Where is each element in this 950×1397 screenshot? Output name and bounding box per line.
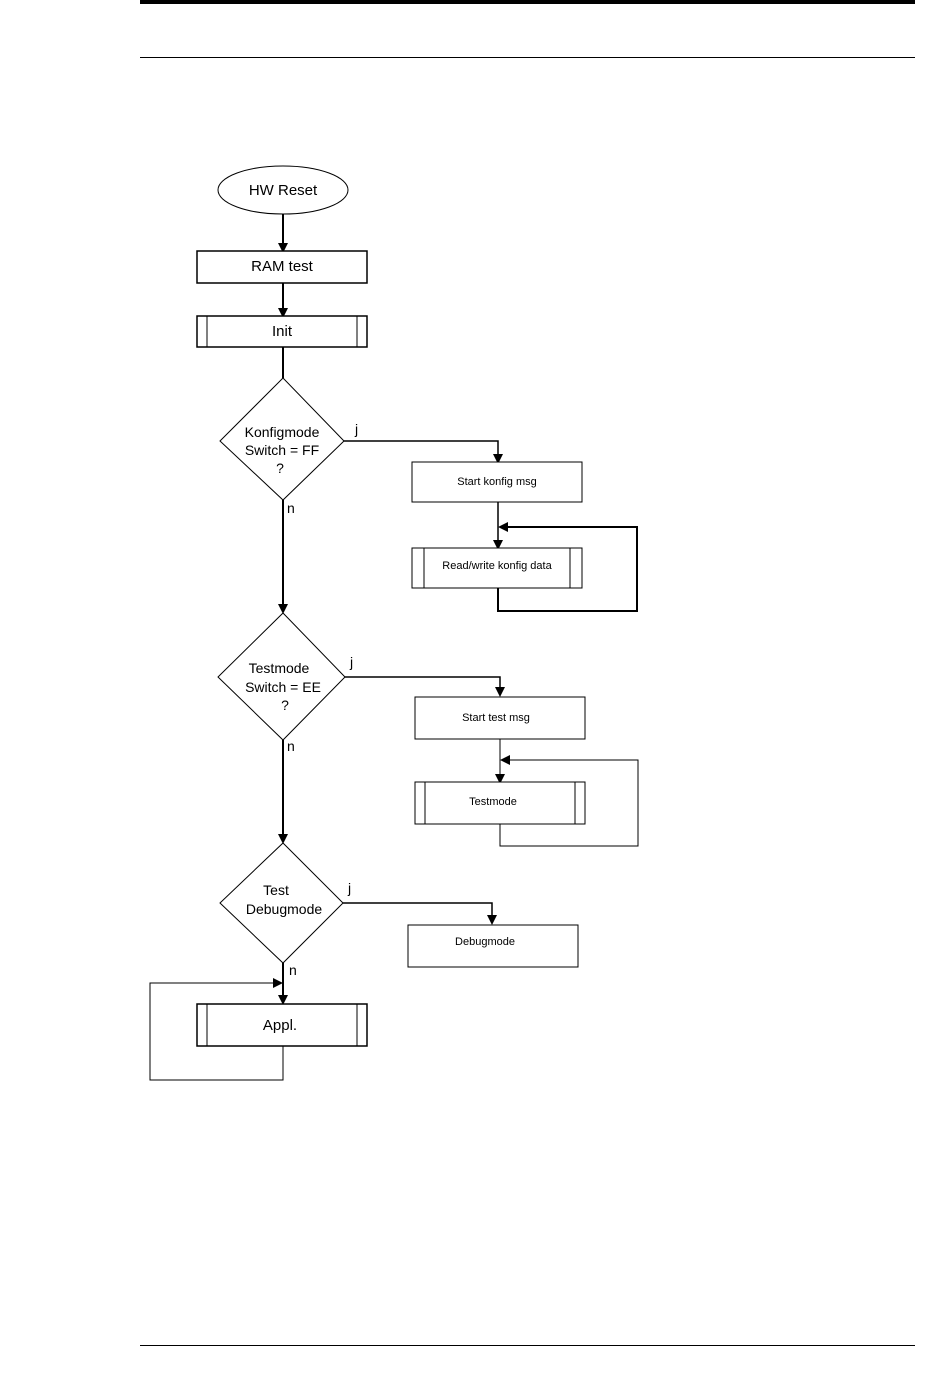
- decision2-yes-label: j: [349, 654, 353, 670]
- start-konfig-msg-box: Start konfig msg: [412, 462, 582, 502]
- arrow-decision3-yes: [343, 903, 492, 920]
- arrow-decision2-yes: [345, 677, 500, 692]
- read-write-konfig-label: Read/write konfig data: [442, 560, 552, 572]
- decision1-yes-label: j: [354, 421, 358, 437]
- decision1-line2: Switch = FF: [245, 442, 319, 458]
- arrow-decision1-yes: [344, 441, 498, 459]
- init-label: Init: [272, 323, 293, 340]
- testmode-label: Testmode: [469, 796, 517, 808]
- decision2-line1: Testmode: [249, 660, 310, 676]
- decision3-yes-label: j: [347, 880, 351, 896]
- start-label: HW Reset: [249, 182, 318, 199]
- start-terminal: HW Reset: [218, 166, 348, 214]
- decision-debugmode: Test Debugmode: [220, 843, 343, 963]
- ram-test-box: RAM test: [197, 251, 367, 283]
- read-write-konfig-box: Read/write konfig data: [412, 548, 582, 588]
- decision1-line1: Konfigmode: [245, 424, 320, 440]
- ram-test-label: RAM test: [251, 258, 314, 275]
- decision-testmode: Testmode Switch = EE ?: [218, 613, 345, 740]
- appl-label: Appl.: [263, 1017, 297, 1034]
- decision3-no-label: n: [289, 962, 297, 978]
- decision2-no-label: n: [287, 738, 295, 754]
- decision3-line2: Debugmode: [246, 901, 322, 917]
- debugmode-label: Debugmode: [455, 936, 515, 948]
- decision2-line2: Switch = EE: [245, 679, 321, 695]
- init-box: Init: [197, 316, 367, 347]
- decision1-no-label: n: [287, 500, 295, 516]
- appl-box: Appl.: [197, 1004, 367, 1046]
- decision-konfigmode: Konfigmode Switch = FF ?: [220, 378, 344, 500]
- testmode-box: Testmode: [415, 782, 585, 824]
- debugmode-box: Debugmode: [408, 925, 578, 967]
- decision3-line1: Test: [263, 882, 289, 898]
- decision2-line3: ?: [281, 697, 289, 713]
- decision1-line3: ?: [276, 460, 284, 476]
- start-konfig-msg-label: Start konfig msg: [457, 476, 536, 488]
- start-test-msg-label: Start test msg: [462, 712, 530, 724]
- start-test-msg-box: Start test msg: [415, 697, 585, 739]
